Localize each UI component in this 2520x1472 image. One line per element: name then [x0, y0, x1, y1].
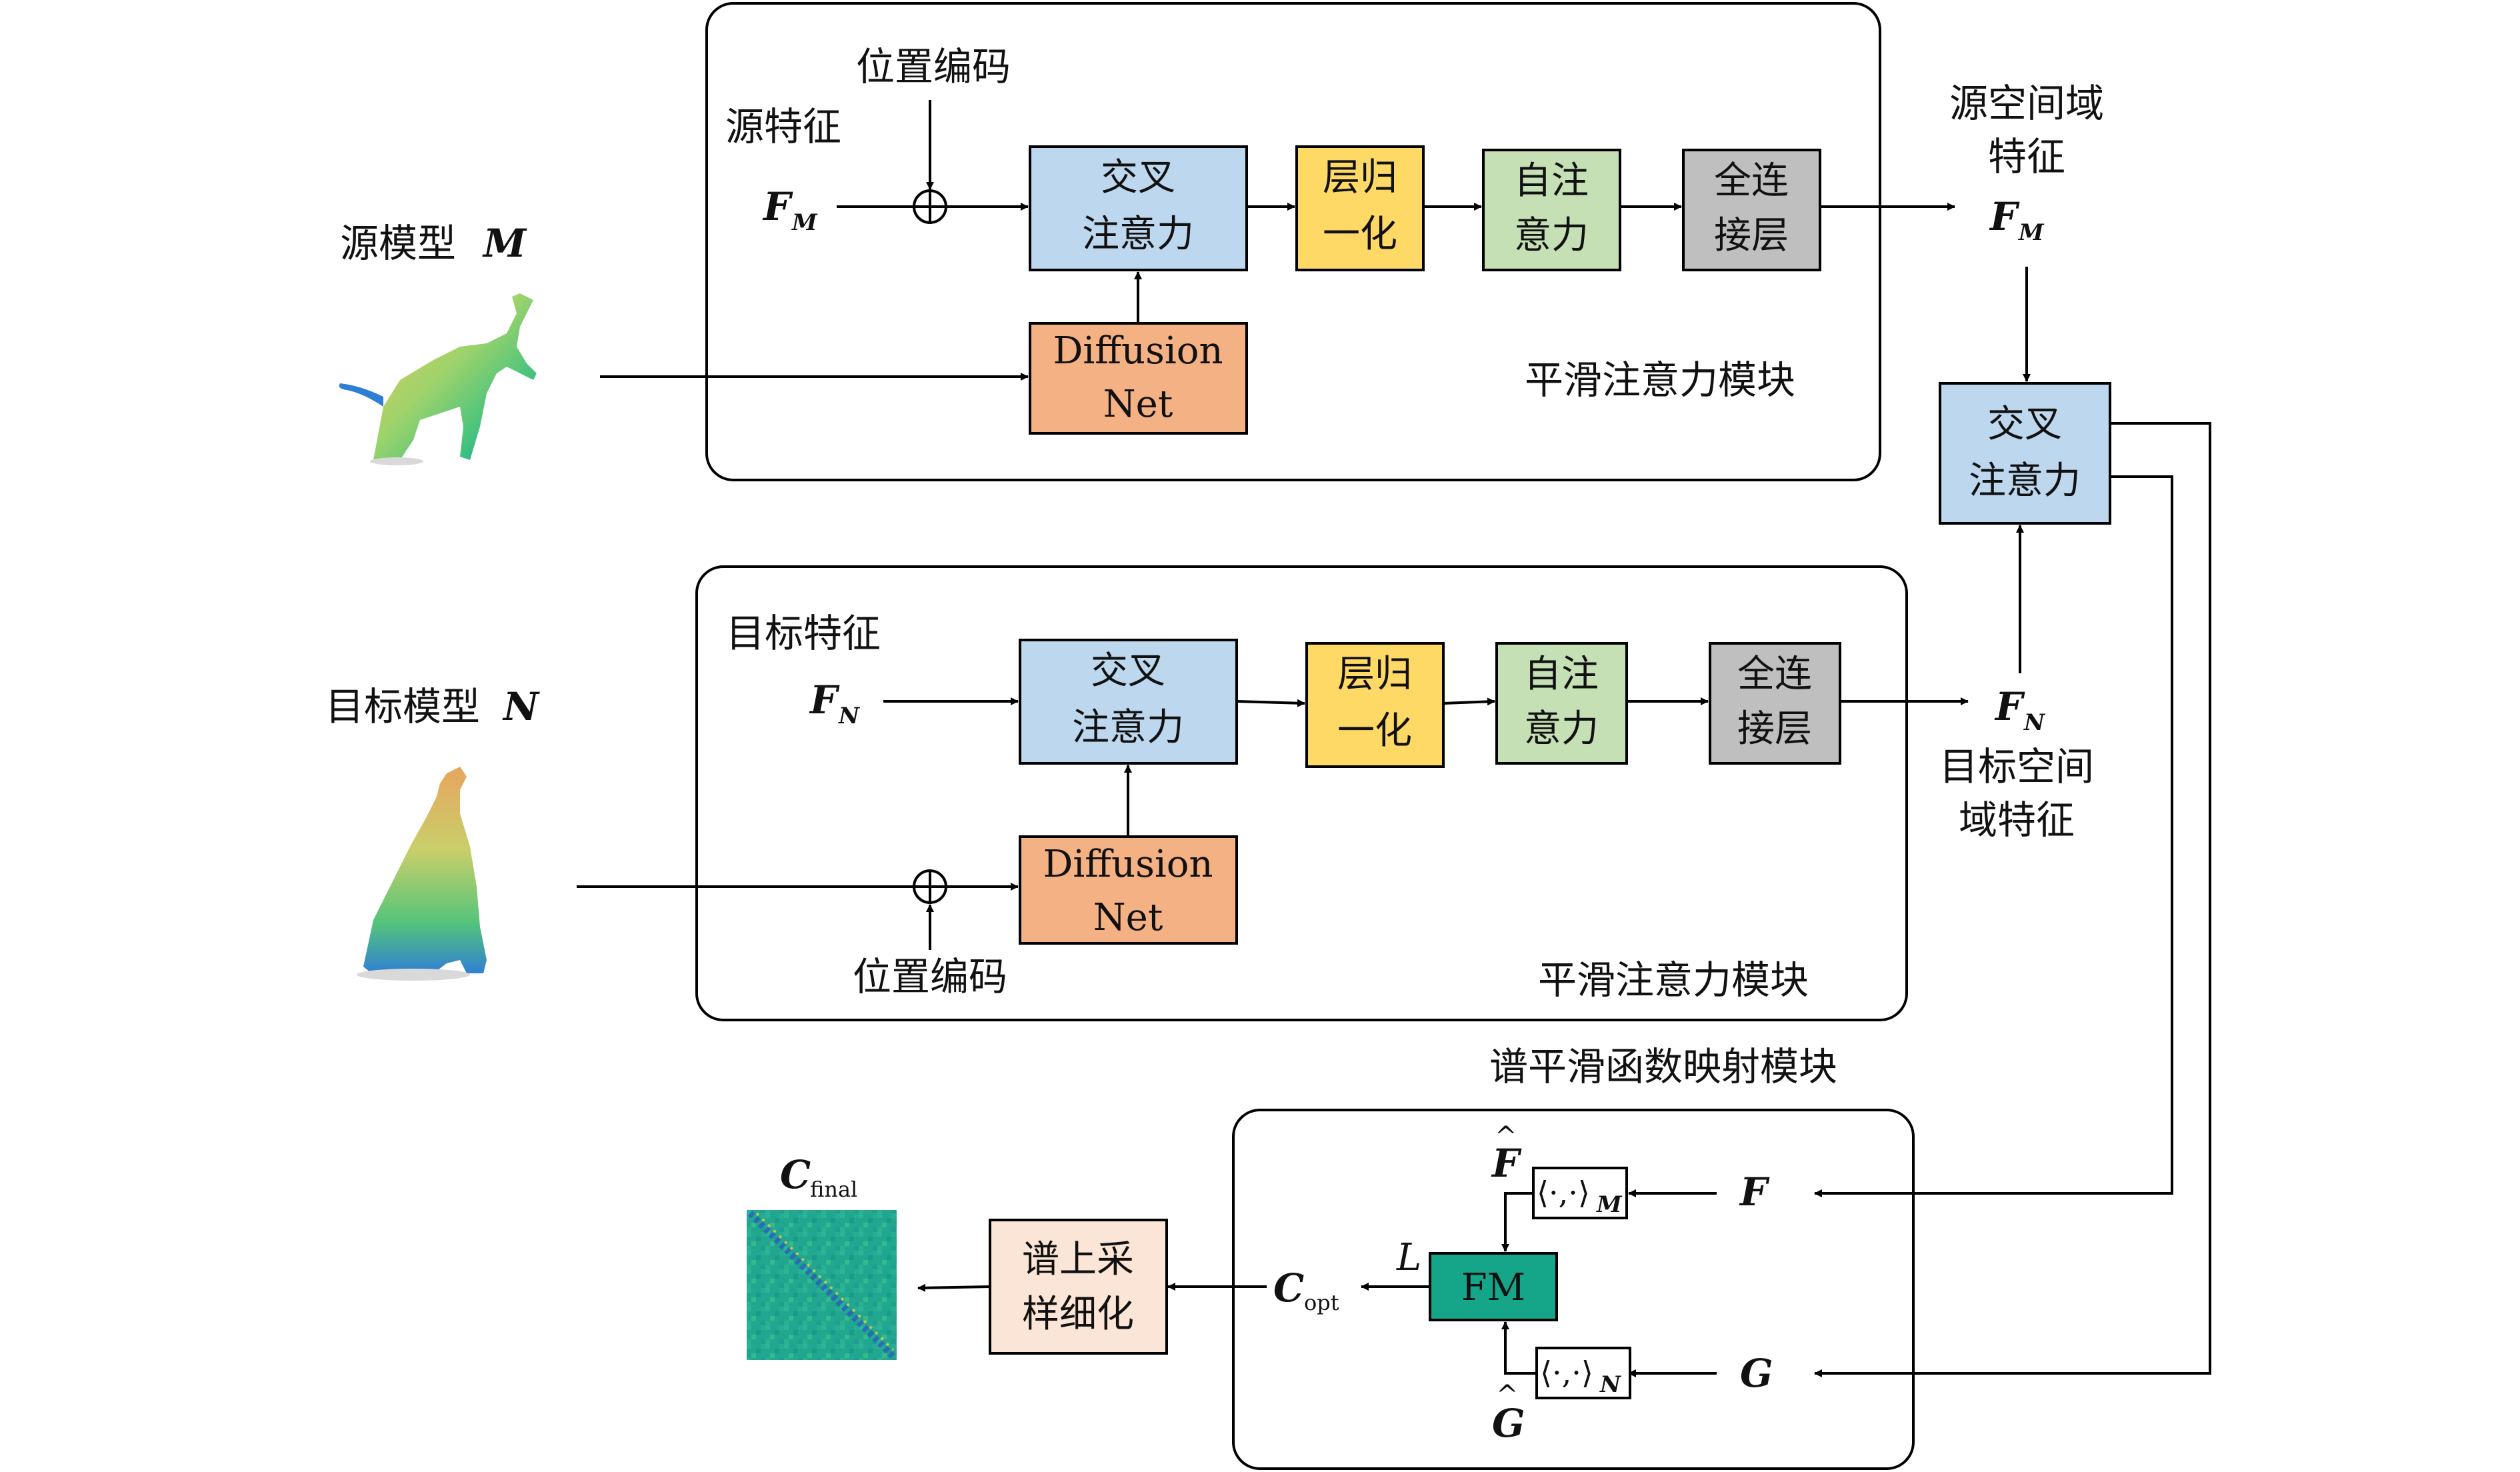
connector-to-F — [1814, 475, 2173, 1197]
svg-text:FM: FM — [1461, 1266, 1525, 1309]
svg-text:^: ^ — [1496, 1380, 1519, 1411]
svg-text:C: C — [780, 1152, 811, 1197]
correspondence-matrix-icon — [747, 1210, 897, 1360]
svg-text:特征: 特征 — [1988, 134, 2065, 179]
svg-text:C: C — [1273, 1265, 1304, 1311]
svg-text:N: N — [2023, 709, 2046, 736]
target-add-icon — [913, 869, 947, 904]
svg-text:交叉: 交叉 — [1091, 649, 1165, 693]
source-feature-symbol: F M — [762, 184, 818, 236]
L-symbol: L — [1396, 1236, 1421, 1279]
svg-text:^: ^ — [1495, 1121, 1517, 1152]
source-model: 源模型 M — [339, 221, 537, 465]
target-spatial-feature: F N 目标空间 域特征 — [1939, 684, 2094, 843]
svg-text:自注: 自注 — [1514, 159, 1589, 203]
svg-text:⟨·,·⟩: ⟨·,·⟩ — [1537, 1175, 1590, 1211]
svg-text:层归: 层归 — [1337, 653, 1412, 696]
G-symbol: G — [1740, 1351, 1773, 1396]
svg-text:N: N — [838, 703, 861, 729]
svg-text:接层: 接层 — [1714, 214, 1789, 257]
C-opt-symbol: C opt — [1273, 1265, 1339, 1315]
svg-text:Diffusion: Diffusion — [1053, 329, 1223, 373]
target-model: 目标模型 N — [325, 684, 540, 981]
svg-text:N: N — [1599, 1371, 1622, 1398]
svg-text:F: F — [1989, 194, 2020, 239]
svg-text:交叉: 交叉 — [1987, 403, 2062, 446]
svg-text:域特征: 域特征 — [1959, 797, 2075, 843]
source-module-title: 平滑注意力模块 — [1525, 357, 1795, 403]
source-cross-attention-box: 交叉 注意力 — [1029, 145, 1248, 271]
svg-text:一化: 一化 — [1337, 709, 1412, 753]
svg-text:F: F — [809, 677, 840, 723]
svg-text:Net: Net — [1093, 896, 1163, 939]
svg-text:Diffusion: Diffusion — [1043, 843, 1213, 886]
source-add-icon — [913, 189, 947, 224]
dog-sitting-mesh-icon — [357, 767, 487, 981]
connector-to-G — [1814, 422, 2211, 1377]
target-self-attention-box: 自注 意力 — [1495, 642, 1628, 765]
source-model-label: 源模型 — [340, 221, 456, 266]
svg-text:全连: 全连 — [1714, 159, 1789, 203]
svg-text:意力: 意力 — [1524, 707, 1599, 751]
svg-text:G: G — [1492, 1401, 1525, 1446]
target-feature-label: 目标特征 — [726, 611, 881, 656]
svg-text:⟨·,·⟩: ⟨·,·⟩ — [1540, 1355, 1593, 1391]
svg-text:目标空间: 目标空间 — [1939, 744, 2094, 789]
source-positional-encoding-label: 位置编码 — [856, 44, 1011, 89]
F-symbol: F — [1739, 1169, 1770, 1215]
source-model-symbol: M — [482, 221, 527, 266]
svg-text:F: F — [1994, 684, 2025, 729]
target-positional-encoding-label: 位置编码 — [853, 954, 1007, 999]
target-feature-symbol: F N — [809, 677, 861, 729]
svg-text:接层: 接层 — [1737, 707, 1812, 751]
svg-text:层归: 层归 — [1323, 156, 1397, 199]
svg-text:注意力: 注意力 — [1969, 459, 2081, 503]
G-hat-symbol: G ^ — [1492, 1380, 1525, 1446]
source-diffusion-net-box: Diffusion Net — [1029, 322, 1248, 435]
svg-text:样细化: 样细化 — [1022, 1293, 1134, 1336]
source-layer-norm-box: 层归 一化 — [1295, 145, 1425, 271]
spectral-upsample-box: 谱上采 样细化 — [989, 1219, 1168, 1355]
target-diffusion-net-box: Diffusion Net — [1019, 835, 1238, 945]
svg-text:Net: Net — [1103, 383, 1173, 426]
target-module-title: 平滑注意力模块 — [1538, 957, 1809, 1003]
spectral-smooth-fm-module: 谱平滑函数映射模块 F G ⟨·,·⟩ M ⟨·,·⟩ N F ^ G ^ FM — [1232, 1044, 1915, 1470]
svg-text:注意力: 注意力 — [1072, 706, 1184, 749]
result: C final — [747, 1152, 897, 1360]
svg-text:源空间域: 源空间域 — [1949, 81, 2104, 126]
svg-text:F: F — [1491, 1141, 1522, 1186]
F-hat-symbol: F ^ — [1491, 1121, 1522, 1186]
fm-box: FM — [1429, 1252, 1558, 1321]
spectral-module-title: 谱平滑函数映射模块 — [1489, 1044, 1837, 1089]
source-feature-label: 源特征 — [725, 104, 841, 149]
source-fc-layer-box: 全连 接层 — [1682, 149, 1821, 271]
inner-product-N-box: ⟨·,·⟩ N — [1535, 1347, 1631, 1399]
svg-text:全连: 全连 — [1737, 653, 1812, 696]
svg-text:意力: 意力 — [1514, 214, 1589, 257]
svg-text:M: M — [1596, 1191, 1623, 1218]
svg-text:交叉: 交叉 — [1101, 156, 1175, 199]
svg-text:谱上采: 谱上采 — [1022, 1238, 1134, 1281]
svg-text:一化: 一化 — [1323, 213, 1397, 256]
svg-text:final: final — [810, 1177, 857, 1202]
target-model-label: 目标模型 — [325, 684, 480, 729]
dog-leaping-mesh-icon — [339, 293, 537, 465]
source-self-attention-box: 自注 意力 — [1482, 149, 1621, 271]
target-model-symbol: N — [502, 684, 540, 729]
target-layer-norm-box: 层归 一化 — [1305, 642, 1445, 768]
target-smooth-attention-module: 平滑注意力模块 目标特征 F N 交叉 注意力 层归 一化 自注 意力 全连 接… — [695, 565, 1908, 1021]
svg-text:opt: opt — [1304, 1290, 1339, 1315]
svg-text:注意力: 注意力 — [1082, 213, 1194, 256]
right-cross-attention-box: 交叉 注意力 — [1939, 382, 2111, 525]
svg-text:M: M — [791, 209, 818, 236]
svg-text:F: F — [762, 184, 793, 229]
source-spatial-feature: 源空间域 特征 F M — [1949, 81, 2104, 246]
source-smooth-attention-module: 平滑注意力模块 位置编码 源特征 F M 交叉 注意力 层归 一化 — [705, 2, 1881, 481]
target-cross-attention-box: 交叉 注意力 — [1019, 639, 1238, 765]
inner-product-M-box: ⟨·,·⟩ M — [1532, 1167, 1628, 1219]
target-fc-layer-box: 全连 接层 — [1709, 642, 1841, 765]
svg-text:自注: 自注 — [1524, 653, 1599, 696]
svg-text:M: M — [2018, 219, 2045, 246]
